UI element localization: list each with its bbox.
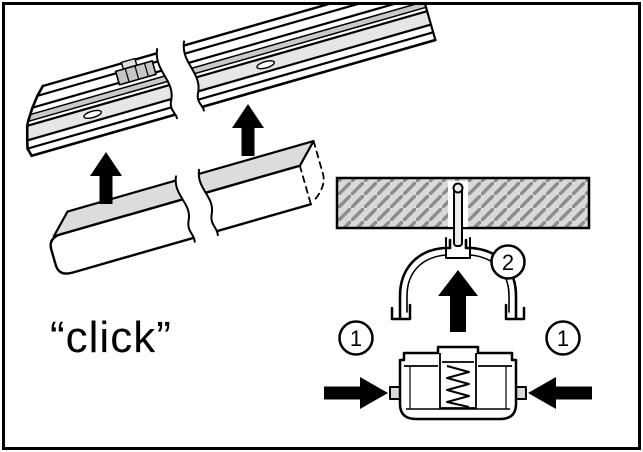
step-1-badge-right: 1 [545, 320, 581, 356]
luminaire-interior-lines [404, 353, 512, 410]
step-1-label-right: 1 [557, 326, 569, 351]
rail-break-mark [155, 40, 205, 120]
step-2-badge: 2 [490, 244, 526, 280]
rail-channel-face [27, 11, 431, 141]
step-2-label: 2 [502, 250, 514, 275]
diffuser-break-mark [174, 168, 219, 243]
latch-tab-right [515, 386, 527, 400]
luminaire-housing-outline [398, 345, 518, 421]
clip-foot-left [390, 303, 412, 321]
rail-end-cap [25, 84, 45, 158]
luminaire-cross-section [389, 345, 527, 421]
rail-gear-tray-connector [114, 57, 157, 86]
click-caption: “click” [50, 313, 172, 362]
diffuser-cover-isometric [49, 139, 325, 275]
latch-tab-left [389, 386, 401, 400]
diffuser-front-face [50, 165, 311, 274]
clip-pin-clamp [445, 237, 471, 259]
up-arrow-left-icon [90, 152, 122, 204]
step-1-badge-left: 1 [338, 320, 374, 356]
up-arrow-icon [438, 270, 478, 332]
diffuser-hidden-end-lines [298, 140, 325, 206]
trunking-rail-isometric [25, 5, 437, 158]
press-arrow-right-icon [528, 377, 592, 409]
rail-profile-lines [25, 5, 437, 158]
press-arrow-left-icon [324, 377, 388, 409]
rail-far-end [416, 5, 437, 42]
suspension-pin [452, 182, 464, 247]
diffuser-front-outline [49, 164, 313, 275]
step-1-label-left: 1 [350, 326, 362, 351]
up-arrow-mid-icon [232, 104, 264, 156]
rail-slot-face [28, 5, 427, 122]
retention-spring [446, 365, 470, 408]
rail-knockout-hole [256, 60, 276, 70]
clip-foot-right [504, 303, 526, 321]
rail-knockout-hole [83, 109, 102, 120]
